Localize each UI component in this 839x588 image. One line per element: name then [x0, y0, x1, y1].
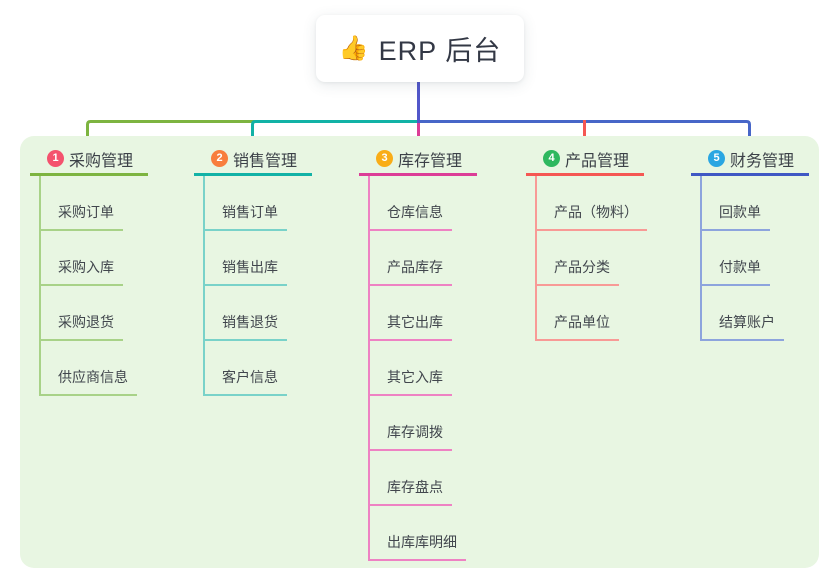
root-label: ERP 后台 [378, 36, 502, 66]
branch-title[interactable]: 4 产品管理 [526, 136, 644, 176]
branch-title[interactable]: 3 库存管理 [359, 136, 477, 176]
root-node[interactable]: 👍 ERP 后台 [316, 15, 524, 82]
child-node[interactable]: 销售出库 [203, 231, 287, 286]
child-node[interactable]: 采购订单 [39, 176, 123, 231]
branch-label: 产品管理 [565, 152, 630, 170]
child-connector-line [368, 176, 370, 560]
child-node[interactable]: 其它出库 [368, 286, 452, 341]
child-node[interactable]: 采购退货 [39, 286, 123, 341]
child-node[interactable]: 产品单位 [535, 286, 619, 341]
branch-column: 5 财务管理回款单付款单结算账户 [691, 136, 809, 341]
child-node[interactable]: 销售退货 [203, 286, 287, 341]
branch-number-badge: 2 [211, 150, 228, 167]
branch-column: 1 采购管理采购订单采购入库采购退货供应商信息 [30, 136, 148, 396]
branch-children: 回款单付款单结算账户 [691, 176, 809, 341]
branch-title[interactable]: 2 销售管理 [194, 136, 312, 176]
branch-label: 销售管理 [233, 152, 298, 170]
branch-column: 2 销售管理销售订单销售出库销售退货客户信息 [194, 136, 312, 396]
child-node[interactable]: 产品分类 [535, 231, 619, 286]
child-node[interactable]: 产品库存 [368, 231, 452, 286]
child-node[interactable]: 销售订单 [203, 176, 287, 231]
child-node[interactable]: 客户信息 [203, 341, 287, 396]
child-node[interactable]: 供应商信息 [39, 341, 137, 396]
branch-children: 采购订单采购入库采购退货供应商信息 [30, 176, 148, 396]
child-connector-line [700, 176, 702, 340]
child-node[interactable]: 回款单 [700, 176, 770, 231]
branch-number-badge: 5 [708, 150, 725, 167]
branch-title[interactable]: 1 采购管理 [30, 136, 148, 176]
branch-label: 采购管理 [69, 152, 134, 170]
child-node[interactable]: 仓库信息 [368, 176, 452, 231]
branch-column: 4 产品管理产品（物料）产品分类产品单位 [526, 136, 647, 341]
child-node[interactable]: 产品（物料） [535, 176, 647, 231]
child-node[interactable]: 出库库明细 [368, 506, 466, 561]
child-node[interactable]: 库存调拨 [368, 396, 452, 451]
child-node[interactable]: 结算账户 [700, 286, 784, 341]
child-node[interactable]: 库存盘点 [368, 451, 452, 506]
child-connector-line [535, 176, 537, 340]
child-connector-line [39, 176, 41, 395]
child-node[interactable]: 其它入库 [368, 341, 452, 396]
branch-label: 财务管理 [730, 152, 795, 170]
branch-title[interactable]: 5 财务管理 [691, 136, 809, 176]
branch-children: 仓库信息产品库存其它出库其它入库库存调拨库存盘点出库库明细 [359, 176, 477, 561]
branch-number-badge: 3 [376, 150, 393, 167]
branch-label: 库存管理 [398, 152, 463, 170]
child-node[interactable]: 采购入库 [39, 231, 123, 286]
child-node[interactable]: 付款单 [700, 231, 770, 286]
branch-column: 3 库存管理仓库信息产品库存其它出库其它入库库存调拨库存盘点出库库明细 [359, 136, 477, 561]
branch-children: 销售订单销售出库销售退货客户信息 [194, 176, 312, 396]
branch-number-badge: 4 [543, 150, 560, 167]
mindmap-panel: 1 采购管理采购订单采购入库采购退货供应商信息 2 销售管理销售订单销售出库销售退货客… [20, 136, 819, 568]
branch-number-badge: 1 [47, 150, 64, 167]
child-connector-line [203, 176, 205, 395]
branch-children: 产品（物料）产品分类产品单位 [526, 176, 647, 341]
thumbs-up-icon: 👍 [338, 34, 369, 62]
